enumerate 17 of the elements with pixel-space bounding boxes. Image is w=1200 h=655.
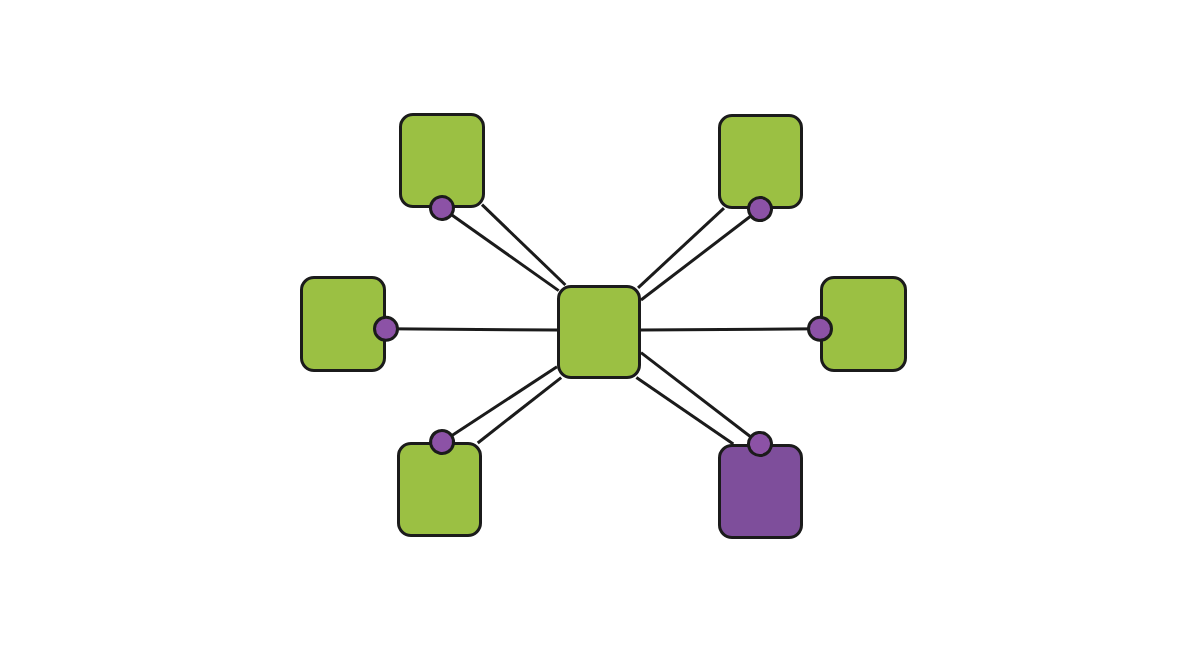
node-box <box>718 444 803 539</box>
connector-line <box>640 351 773 457</box>
connector-line <box>640 196 773 302</box>
node-box <box>718 114 803 209</box>
connector-line <box>637 206 725 289</box>
node-box <box>300 276 386 372</box>
connector-line <box>373 315 557 342</box>
connector-line <box>480 203 567 287</box>
connector-line <box>429 195 560 292</box>
connector-line <box>635 376 735 446</box>
node-box <box>399 113 485 208</box>
connector-line <box>429 365 558 455</box>
node-box <box>820 276 907 372</box>
connector-line <box>476 376 563 445</box>
node-box <box>397 442 482 537</box>
node-box <box>557 285 641 379</box>
connector-line <box>641 315 833 342</box>
